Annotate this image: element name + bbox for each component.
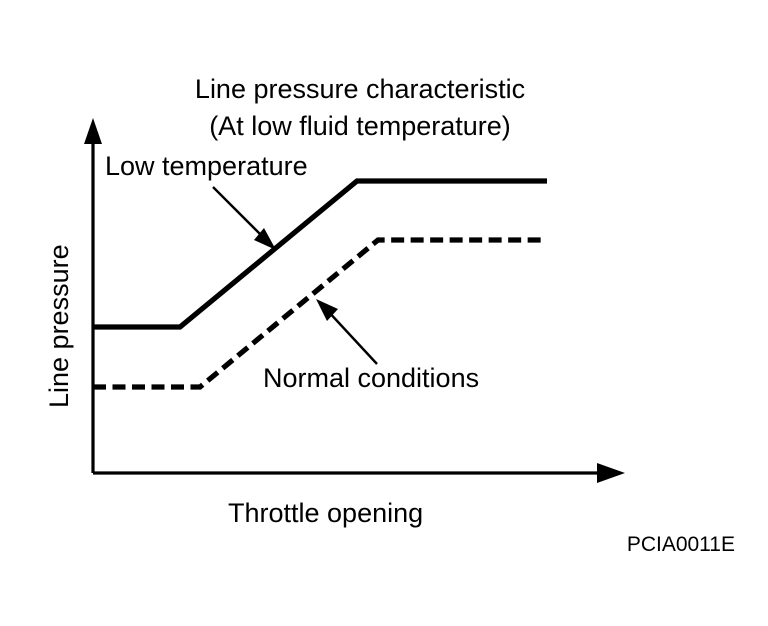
y-axis (84, 118, 102, 473)
chart-title-line-1: Line pressure characteristic (195, 74, 525, 104)
series-label-normal-conditions: Normal conditions (263, 363, 479, 393)
leader-arrow-normal-conditions-icon (316, 299, 338, 321)
x-axis (93, 463, 625, 483)
x-axis-arrow-icon (597, 463, 625, 483)
leader-line-normal-conditions (325, 308, 378, 365)
series-low-temperature-curve (93, 178, 547, 330)
annotation-normal-conditions: Normal conditions (263, 299, 479, 393)
y-axis-arrow-icon (84, 118, 102, 144)
leader-arrow-low-temperature-icon (254, 228, 276, 250)
figure-reference-code: PCIA0011E (627, 533, 735, 556)
series-label-low-temperature: Low temperature (105, 151, 308, 181)
chart-title-line-2: (At low fluid temperature) (209, 111, 511, 141)
x-axis-label: Throttle opening (228, 498, 423, 528)
series-normal-conditions-curve (93, 237, 547, 390)
annotation-low-temperature: Low temperature (105, 151, 308, 250)
y-axis-label: Line pressure (44, 244, 74, 408)
leader-line-low-temperature (212, 186, 267, 241)
